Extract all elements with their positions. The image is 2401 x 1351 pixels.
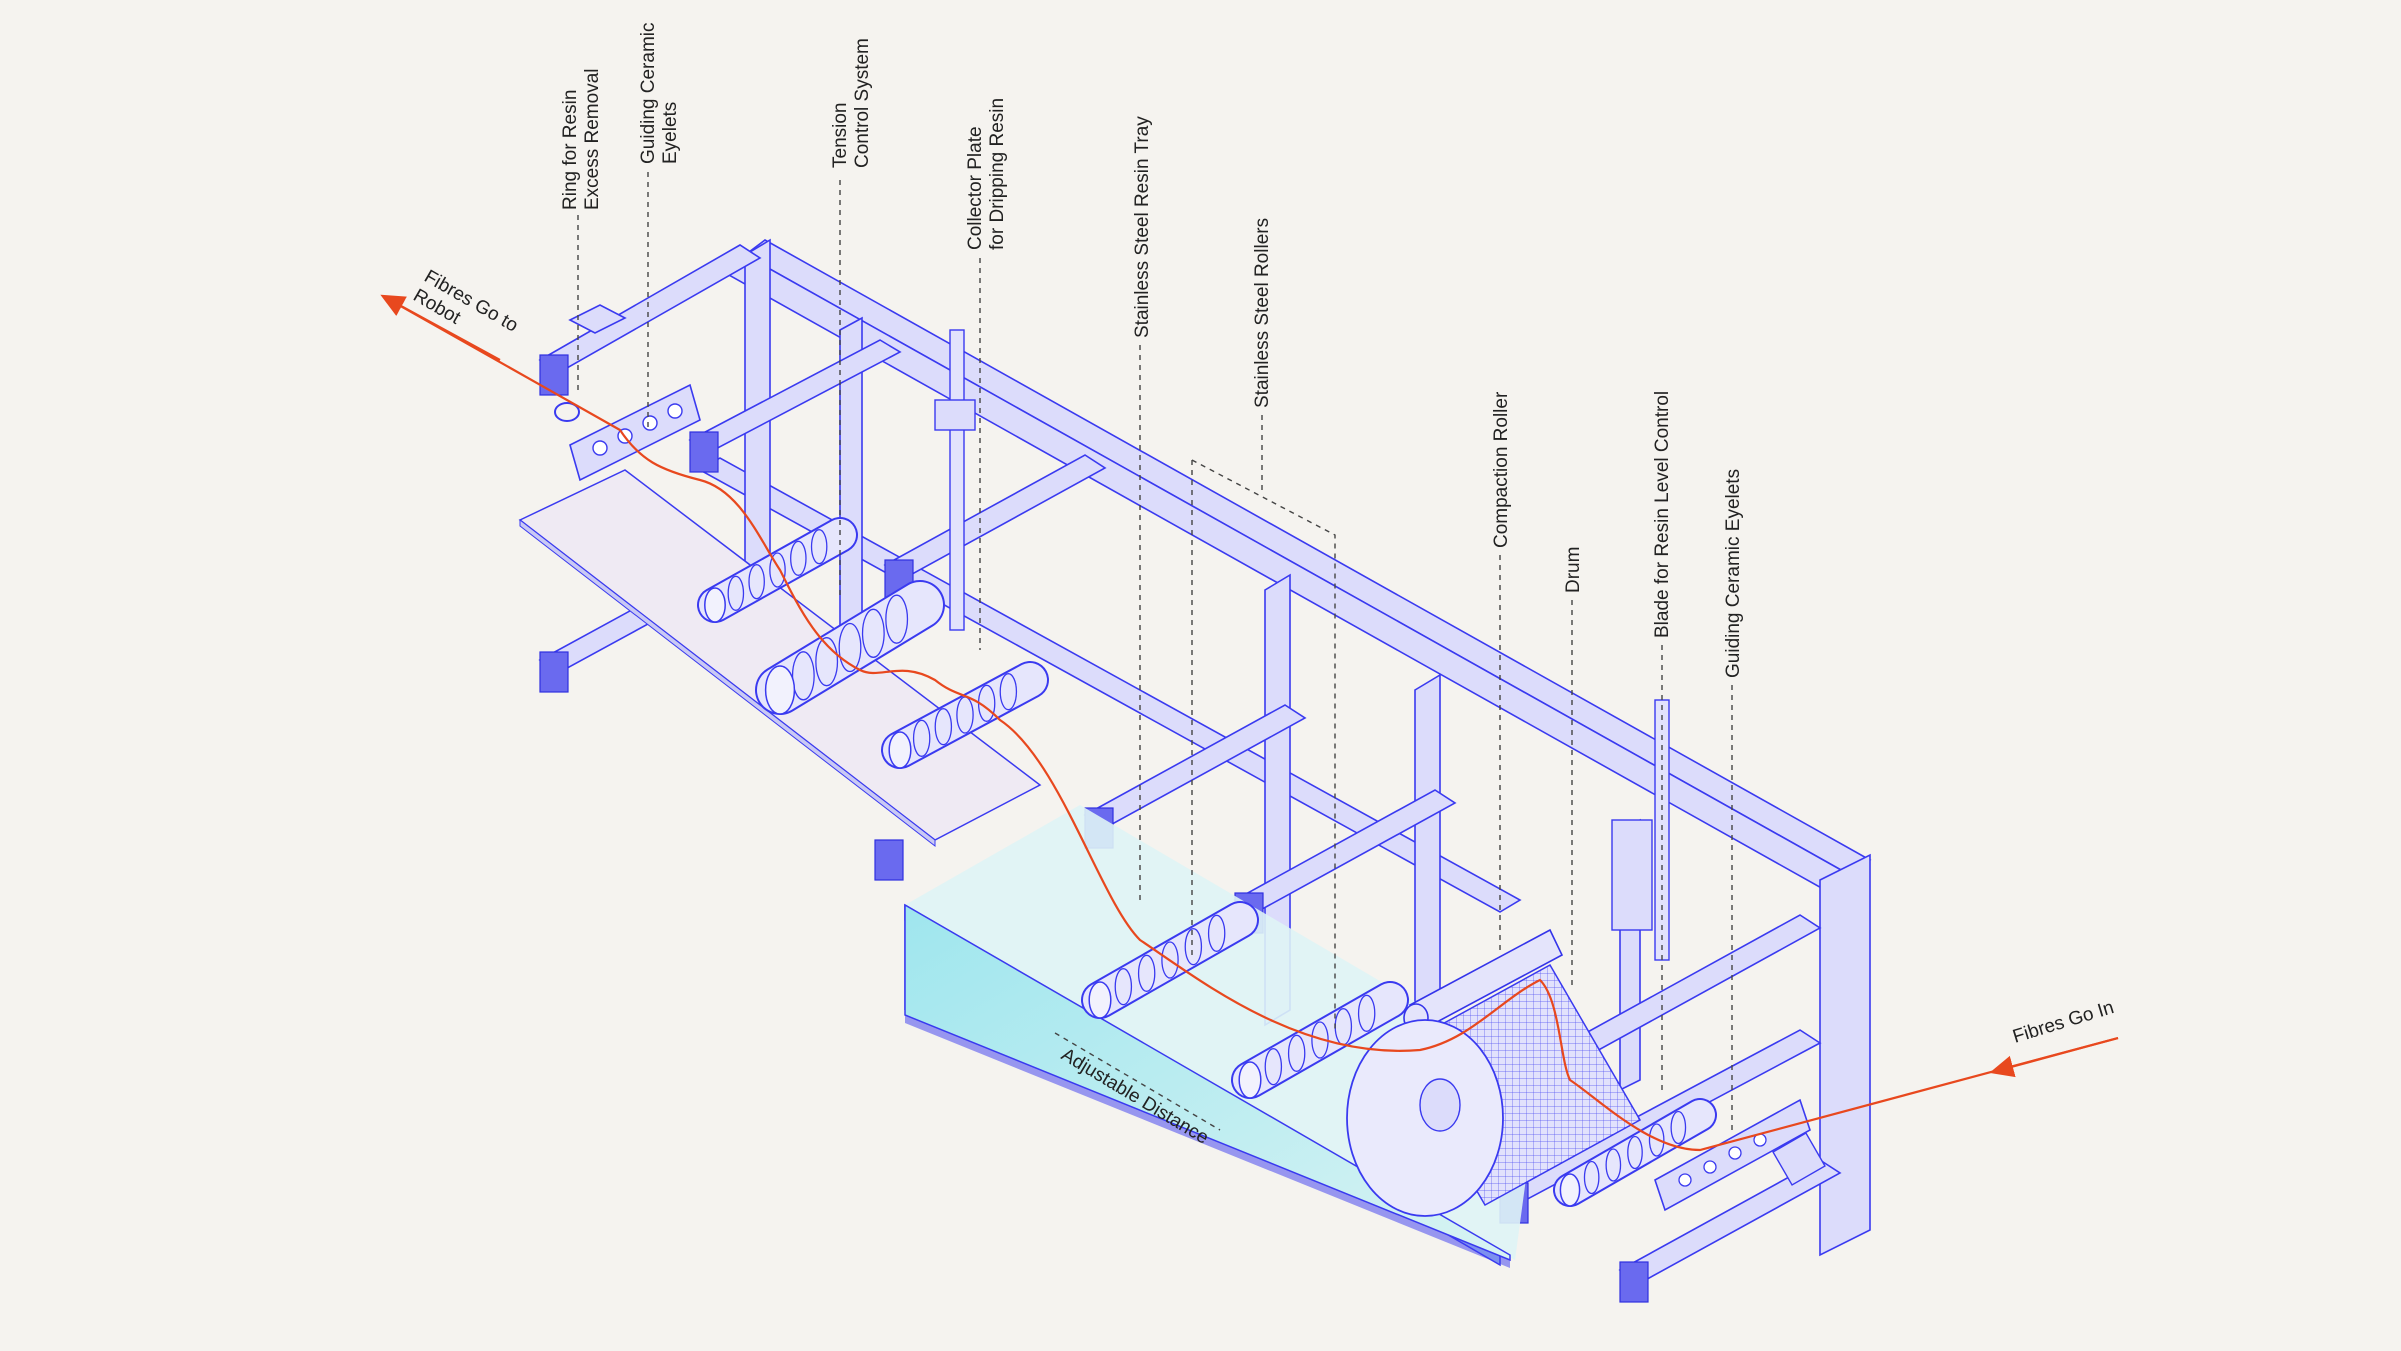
tension-post xyxy=(949,329,965,631)
roller-groove xyxy=(748,564,765,600)
end-cap xyxy=(539,354,569,396)
roller-groove xyxy=(791,651,815,701)
resin-ring xyxy=(554,402,580,422)
label-fibres-in: Fibres Go In xyxy=(2010,997,2116,1048)
arrow-fibres-out xyxy=(380,294,501,361)
cross-beam-1 xyxy=(538,244,762,373)
roller-groove xyxy=(912,719,931,757)
end-cap xyxy=(539,651,569,693)
label-eyelets-top: Guiding Ceramic Eyelets xyxy=(638,17,681,164)
roller-groove xyxy=(727,575,745,611)
roller-groove xyxy=(1264,1048,1283,1086)
eyelet xyxy=(667,403,683,419)
roller-groove xyxy=(838,622,862,673)
cross-beam-8 xyxy=(1618,1159,1842,1284)
roller-groove xyxy=(1670,1110,1687,1145)
label-collector: Collector Plate for Dripping Resin xyxy=(965,98,1008,250)
post-4 xyxy=(1414,673,1441,1017)
label-eyelets-right: Guiding Ceramic Eyelets xyxy=(1723,469,1744,678)
roller-groove xyxy=(999,673,1018,711)
steel-roller-surface xyxy=(1555,1100,1715,1205)
label-drum: Drum xyxy=(1563,547,1584,593)
cross-beam-3 xyxy=(883,454,1107,579)
roller-groove xyxy=(934,708,953,746)
roller-groove xyxy=(815,637,839,687)
roller-groove xyxy=(1627,1135,1643,1170)
roller-groove xyxy=(1161,941,1179,979)
eyelet xyxy=(642,415,658,431)
roller-groove xyxy=(1184,928,1203,966)
roller-groove xyxy=(1114,968,1133,1006)
roller-groove xyxy=(885,594,909,644)
eyelet xyxy=(592,440,608,456)
roller-groove xyxy=(1583,1160,1600,1195)
roller-end-cap xyxy=(764,665,796,715)
roller-end-cap xyxy=(704,587,726,623)
end-cap xyxy=(1619,1261,1649,1303)
label-ring: Ring for Resin Excess Removal xyxy=(560,69,603,211)
fibre-path xyxy=(389,299,2119,1152)
steel-roller-surface xyxy=(1233,983,1407,1097)
steel-roller-surface xyxy=(883,663,1047,767)
steel-roller-surface xyxy=(757,582,943,713)
roller-groove xyxy=(1287,1034,1306,1072)
roller-end-cap xyxy=(1088,981,1112,1019)
machine-frame xyxy=(538,238,1872,1303)
label-rollers: Stainless Steel Rollers xyxy=(1252,218,1273,408)
roller-groove xyxy=(810,529,828,565)
label-compaction: Compaction Roller xyxy=(1491,391,1512,548)
end-cap xyxy=(874,839,904,881)
roller-groove xyxy=(1605,1148,1622,1182)
roller-end-cap xyxy=(1559,1173,1581,1207)
roller-groove xyxy=(1648,1123,1665,1157)
eyelet xyxy=(1728,1146,1742,1160)
roller-groove xyxy=(769,552,786,588)
label-blade: Blade for Resin Level Control xyxy=(1652,391,1673,638)
collector-plate-edge xyxy=(519,518,936,848)
bracket xyxy=(1772,1132,1826,1186)
roller-groove xyxy=(1357,994,1376,1032)
label-tray: Stainless Steel Resin Tray xyxy=(1132,116,1153,338)
roller-end-cap xyxy=(1238,1061,1262,1099)
roller-groove xyxy=(1137,954,1156,992)
label-tension: Tension Control System xyxy=(830,38,873,168)
end-cap xyxy=(689,431,719,473)
tension-clamp xyxy=(934,399,976,431)
blade-clamp xyxy=(1611,819,1653,931)
roller-groove xyxy=(1207,914,1226,952)
leader-lines xyxy=(577,172,1733,1135)
drum-hub xyxy=(1419,1078,1461,1132)
steel-roller-surface xyxy=(699,519,856,621)
cross-beam-2 xyxy=(688,339,902,453)
mount-block xyxy=(568,304,627,334)
roller-groove xyxy=(790,540,807,576)
roller-end-cap xyxy=(888,731,912,769)
eyelet-plate-top xyxy=(569,383,701,482)
drum xyxy=(1346,963,1642,1217)
roller-groove xyxy=(861,608,885,658)
roller-group xyxy=(697,517,1717,1207)
eyelet xyxy=(1703,1160,1717,1174)
post-end-right xyxy=(1819,853,1871,1257)
arrow-fibres-in xyxy=(1989,1036,2119,1078)
eyelet xyxy=(1678,1173,1692,1187)
